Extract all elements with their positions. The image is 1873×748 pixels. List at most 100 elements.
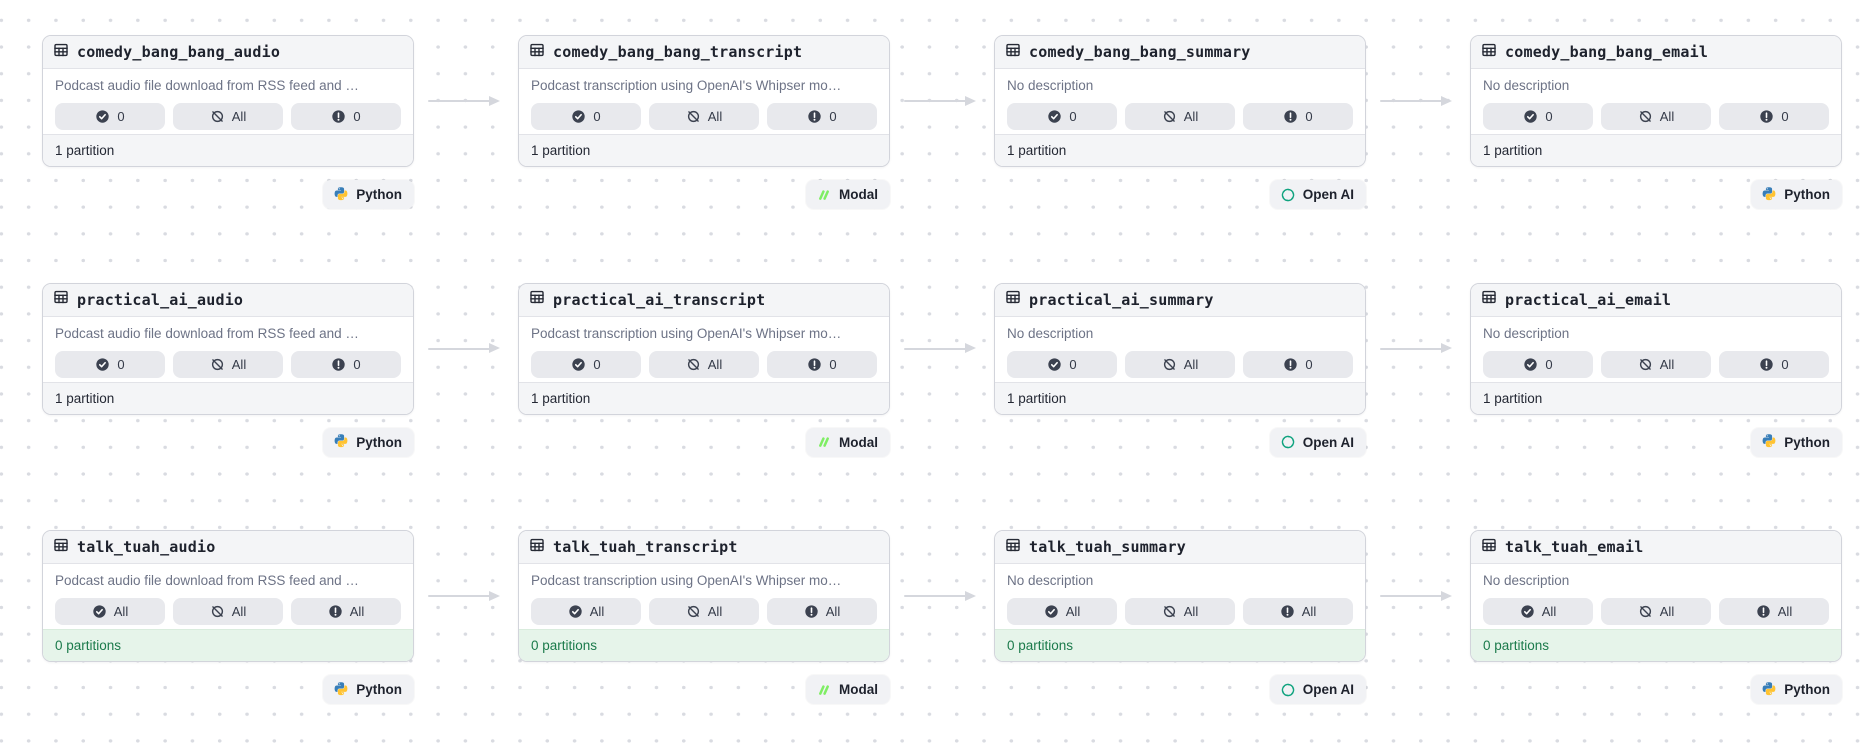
- failed-count-badge[interactable]: All: [767, 598, 877, 625]
- missing-count: All: [1183, 109, 1199, 124]
- materialized-count-badge[interactable]: 0: [1007, 103, 1117, 130]
- exclamation-circle-icon: [807, 357, 822, 372]
- asset-card-body: Podcast transcription using OpenAI's Whi…: [519, 317, 889, 378]
- materialized-count-badge[interactable]: 0: [55, 103, 165, 130]
- materialized-count-badge[interactable]: 0: [1483, 350, 1593, 378]
- missing-count: All: [707, 109, 723, 124]
- compute-kind-tag[interactable]: Python: [323, 427, 414, 457]
- materialized-count: 0: [593, 356, 601, 372]
- materialized-count-badge[interactable]: 0: [531, 103, 641, 130]
- exclamation-circle-icon: [1759, 357, 1774, 372]
- compute-kind-tag[interactable]: Modal: [806, 180, 890, 209]
- asset-card[interactable]: comedy_bang_bang_audio Podcast audio fil…: [42, 35, 414, 167]
- materialized-count-badge[interactable]: All: [531, 598, 641, 625]
- failed-count-badge[interactable]: 0: [1719, 350, 1829, 378]
- table-icon: [1481, 537, 1497, 558]
- exclamation-circle-icon: [804, 604, 819, 619]
- asset-card[interactable]: practical_ai_summary No description 0: [994, 282, 1366, 415]
- slash-circle-icon: [1162, 604, 1177, 619]
- failed-count-badge[interactable]: All: [1719, 598, 1829, 625]
- failed-count: All: [825, 604, 841, 619]
- failed-count-badge[interactable]: 0: [291, 103, 401, 130]
- asset-card[interactable]: talk_tuah_transcript Podcast transcripti…: [518, 530, 890, 662]
- failed-count-badge[interactable]: 0: [291, 350, 401, 378]
- materialized-count-badge[interactable]: All: [1007, 598, 1117, 625]
- table-icon: [1481, 289, 1497, 310]
- missing-count-badge[interactable]: All: [173, 103, 283, 130]
- partition-count: 1 partition: [1007, 143, 1067, 158]
- failed-count-badge[interactable]: 0: [1243, 103, 1353, 130]
- compute-kind-tag[interactable]: Modal: [806, 427, 890, 457]
- compute-kind-label: Open AI: [1302, 682, 1354, 697]
- compute-kind-tag[interactable]: Python: [323, 180, 414, 209]
- missing-count-badge[interactable]: All: [649, 598, 759, 625]
- asset-description: No description: [1483, 78, 1570, 93]
- missing-count-badge[interactable]: All: [1125, 103, 1235, 130]
- materialized-count-badge[interactable]: 0: [1483, 103, 1593, 130]
- asset-card-body: No description 0: [1471, 69, 1841, 130]
- failed-count: All: [349, 604, 365, 619]
- compute-kind-label: Python: [1784, 434, 1830, 450]
- failed-count-badge[interactable]: 0: [767, 103, 877, 130]
- partition-count: 1 partition: [55, 143, 115, 158]
- failed-count-badge[interactable]: All: [291, 598, 401, 625]
- missing-count: All: [707, 356, 723, 372]
- failed-count-badge[interactable]: 0: [767, 350, 877, 378]
- exclamation-circle-icon: [331, 109, 346, 124]
- asset-card-header: practical_ai_email: [1471, 283, 1841, 317]
- asset-card[interactable]: talk_tuah_email No description All: [1470, 530, 1842, 662]
- missing-count-badge[interactable]: All: [1601, 350, 1711, 378]
- compute-kind-tag[interactable]: Open AI: [1269, 180, 1366, 209]
- compute-kind-tag[interactable]: Python: [1751, 675, 1842, 704]
- missing-count-badge[interactable]: All: [173, 598, 283, 625]
- materialized-count-badge[interactable]: All: [1483, 598, 1593, 625]
- asset-description: Podcast audio file download from RSS fee…: [55, 78, 359, 93]
- partition-status-footer: 1 partition: [995, 381, 1365, 414]
- materialized-count: 0: [593, 109, 601, 124]
- partition-count: 0 partitions: [1007, 638, 1074, 653]
- materialized-count-badge[interactable]: 0: [55, 350, 165, 378]
- asset-name: talk_tuah_email: [1505, 538, 1644, 556]
- missing-count-badge[interactable]: All: [1125, 350, 1235, 378]
- slash-circle-icon: [210, 604, 225, 619]
- compute-kind-tag[interactable]: Python: [1751, 427, 1842, 457]
- compute-kind-label: Open AI: [1302, 434, 1354, 450]
- compute-kind-tag[interactable]: Python: [1751, 180, 1842, 209]
- missing-count-badge[interactable]: All: [1125, 598, 1235, 625]
- compute-kind-tag[interactable]: Open AI: [1269, 675, 1366, 704]
- asset-card[interactable]: talk_tuah_summary No description All: [994, 530, 1366, 662]
- missing-count-badge[interactable]: All: [173, 350, 283, 378]
- asset-card[interactable]: comedy_bang_bang_email No description 0: [1470, 35, 1842, 167]
- asset-card[interactable]: comedy_bang_bang_summary No description …: [994, 35, 1366, 167]
- missing-count-badge[interactable]: All: [649, 103, 759, 130]
- compute-kind-tag[interactable]: Modal: [806, 675, 890, 704]
- failed-count-badge[interactable]: 0: [1719, 103, 1829, 130]
- asset-card-body: Podcast audio file download from RSS fee…: [43, 317, 413, 378]
- asset-card[interactable]: practical_ai_email No description 0: [1470, 282, 1842, 415]
- asset-card[interactable]: practical_ai_transcript Podcast transcri…: [518, 282, 890, 415]
- asset-card-header: talk_tuah_summary: [995, 531, 1365, 564]
- missing-count-badge[interactable]: All: [1601, 598, 1711, 625]
- asset-name: comedy_bang_bang_summary: [1029, 43, 1251, 61]
- missing-count-badge[interactable]: All: [1601, 103, 1711, 130]
- missing-count-badge[interactable]: All: [649, 350, 759, 378]
- materialized-count-badge[interactable]: All: [55, 598, 165, 625]
- asset-card[interactable]: practical_ai_audio Podcast audio file do…: [42, 282, 414, 415]
- materialized-count-badge[interactable]: 0: [1007, 350, 1117, 378]
- materialized-count-badge[interactable]: 0: [531, 350, 641, 378]
- asset-card-body: No description All: [995, 564, 1365, 625]
- check-circle-icon: [1523, 109, 1538, 124]
- materialized-count: 0: [1545, 356, 1553, 372]
- asset-check-badges: 0 All: [531, 350, 877, 378]
- asset-card[interactable]: comedy_bang_bang_transcript Podcast tran…: [518, 35, 890, 167]
- failed-count: 0: [829, 109, 837, 124]
- asset-card-body: No description 0: [995, 317, 1365, 378]
- compute-kind-tag[interactable]: Open AI: [1269, 427, 1366, 457]
- table-icon: [53, 289, 69, 310]
- failed-count-badge[interactable]: All: [1243, 598, 1353, 625]
- asset-card[interactable]: talk_tuah_audio Podcast audio file downl…: [42, 530, 414, 662]
- table-icon: [53, 537, 69, 558]
- compute-kind-tag[interactable]: Python: [323, 675, 414, 704]
- failed-count-badge[interactable]: 0: [1243, 350, 1353, 378]
